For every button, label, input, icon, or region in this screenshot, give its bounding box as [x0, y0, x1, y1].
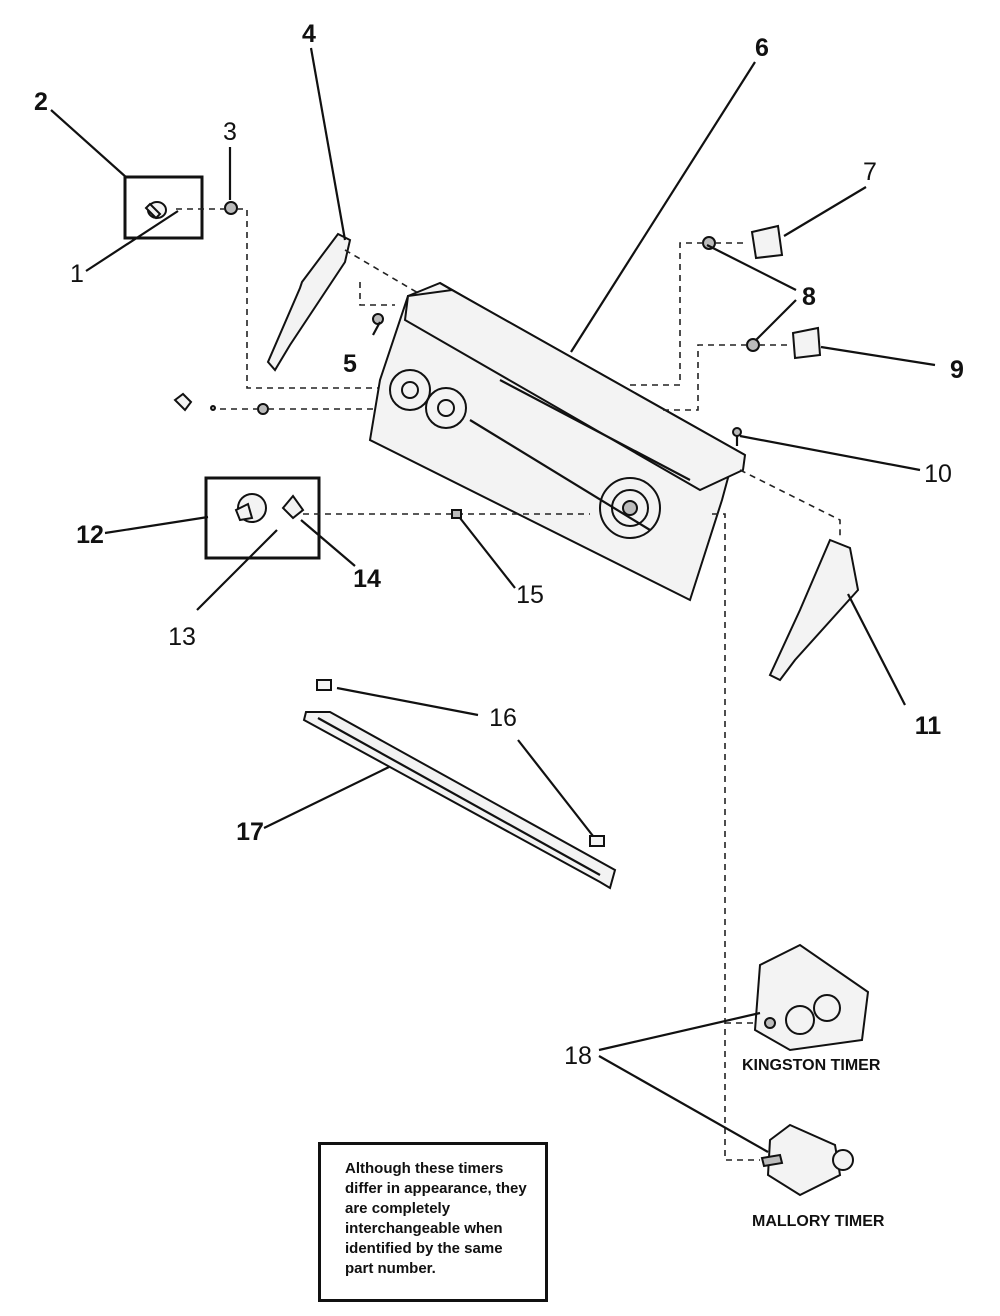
mallory-timer-label: MALLORY TIMER — [752, 1213, 885, 1230]
callout-9: 9 — [950, 356, 964, 384]
part-7-switch — [750, 224, 784, 260]
lower-left-knob — [173, 392, 269, 415]
callout-16: 16 — [489, 704, 517, 732]
callout-7: 7 — [863, 158, 877, 186]
callout-18: 18 — [564, 1042, 592, 1070]
part-9-switch — [791, 326, 822, 360]
callout-6: 6 — [755, 34, 769, 62]
part-4-left-endcap — [266, 232, 352, 372]
callout-5: 5 — [343, 350, 357, 378]
callout-1: 1 — [70, 260, 84, 288]
callout-10: 10 — [924, 460, 952, 488]
kingston-timer-label: KINGSTON TIMER — [742, 1057, 881, 1074]
part-16-clip-right — [589, 835, 605, 847]
part-10-screw — [732, 427, 742, 446]
part-2-knob-inset — [123, 175, 204, 240]
part-3-washer — [224, 201, 238, 215]
callout-11: 11 — [915, 712, 942, 740]
callout-labels: 1 2 3 4 5 6 7 8 9 10 11 12 13 14 15 16 1… — [34, 20, 964, 1070]
callout-4: 4 — [302, 20, 316, 48]
callout-15: 15 — [516, 581, 544, 609]
callout-14: 14 — [353, 565, 381, 593]
callout-13: 13 — [168, 623, 196, 651]
part-6-control-panel — [368, 281, 747, 602]
callout-17: 17 — [236, 818, 264, 846]
mallory-timer — [760, 1123, 854, 1197]
leader-lines — [50, 47, 936, 1153]
callout-3: 3 — [223, 118, 237, 146]
part-17-rail — [302, 711, 617, 890]
callout-12: 12 — [76, 521, 104, 549]
interchangeability-note: Although these timers differ in appearan… — [318, 1142, 548, 1302]
part-11-right-endcap — [768, 538, 860, 682]
part-5-plug — [372, 313, 384, 325]
part-16-clip-left — [316, 679, 332, 691]
part-15-clip — [451, 509, 462, 519]
part-8-nut-lower — [746, 338, 760, 352]
kingston-timer — [753, 943, 870, 1052]
callout-2: 2 — [34, 88, 48, 116]
callout-8: 8 — [802, 283, 816, 311]
part-12-switch-inset — [204, 476, 321, 560]
